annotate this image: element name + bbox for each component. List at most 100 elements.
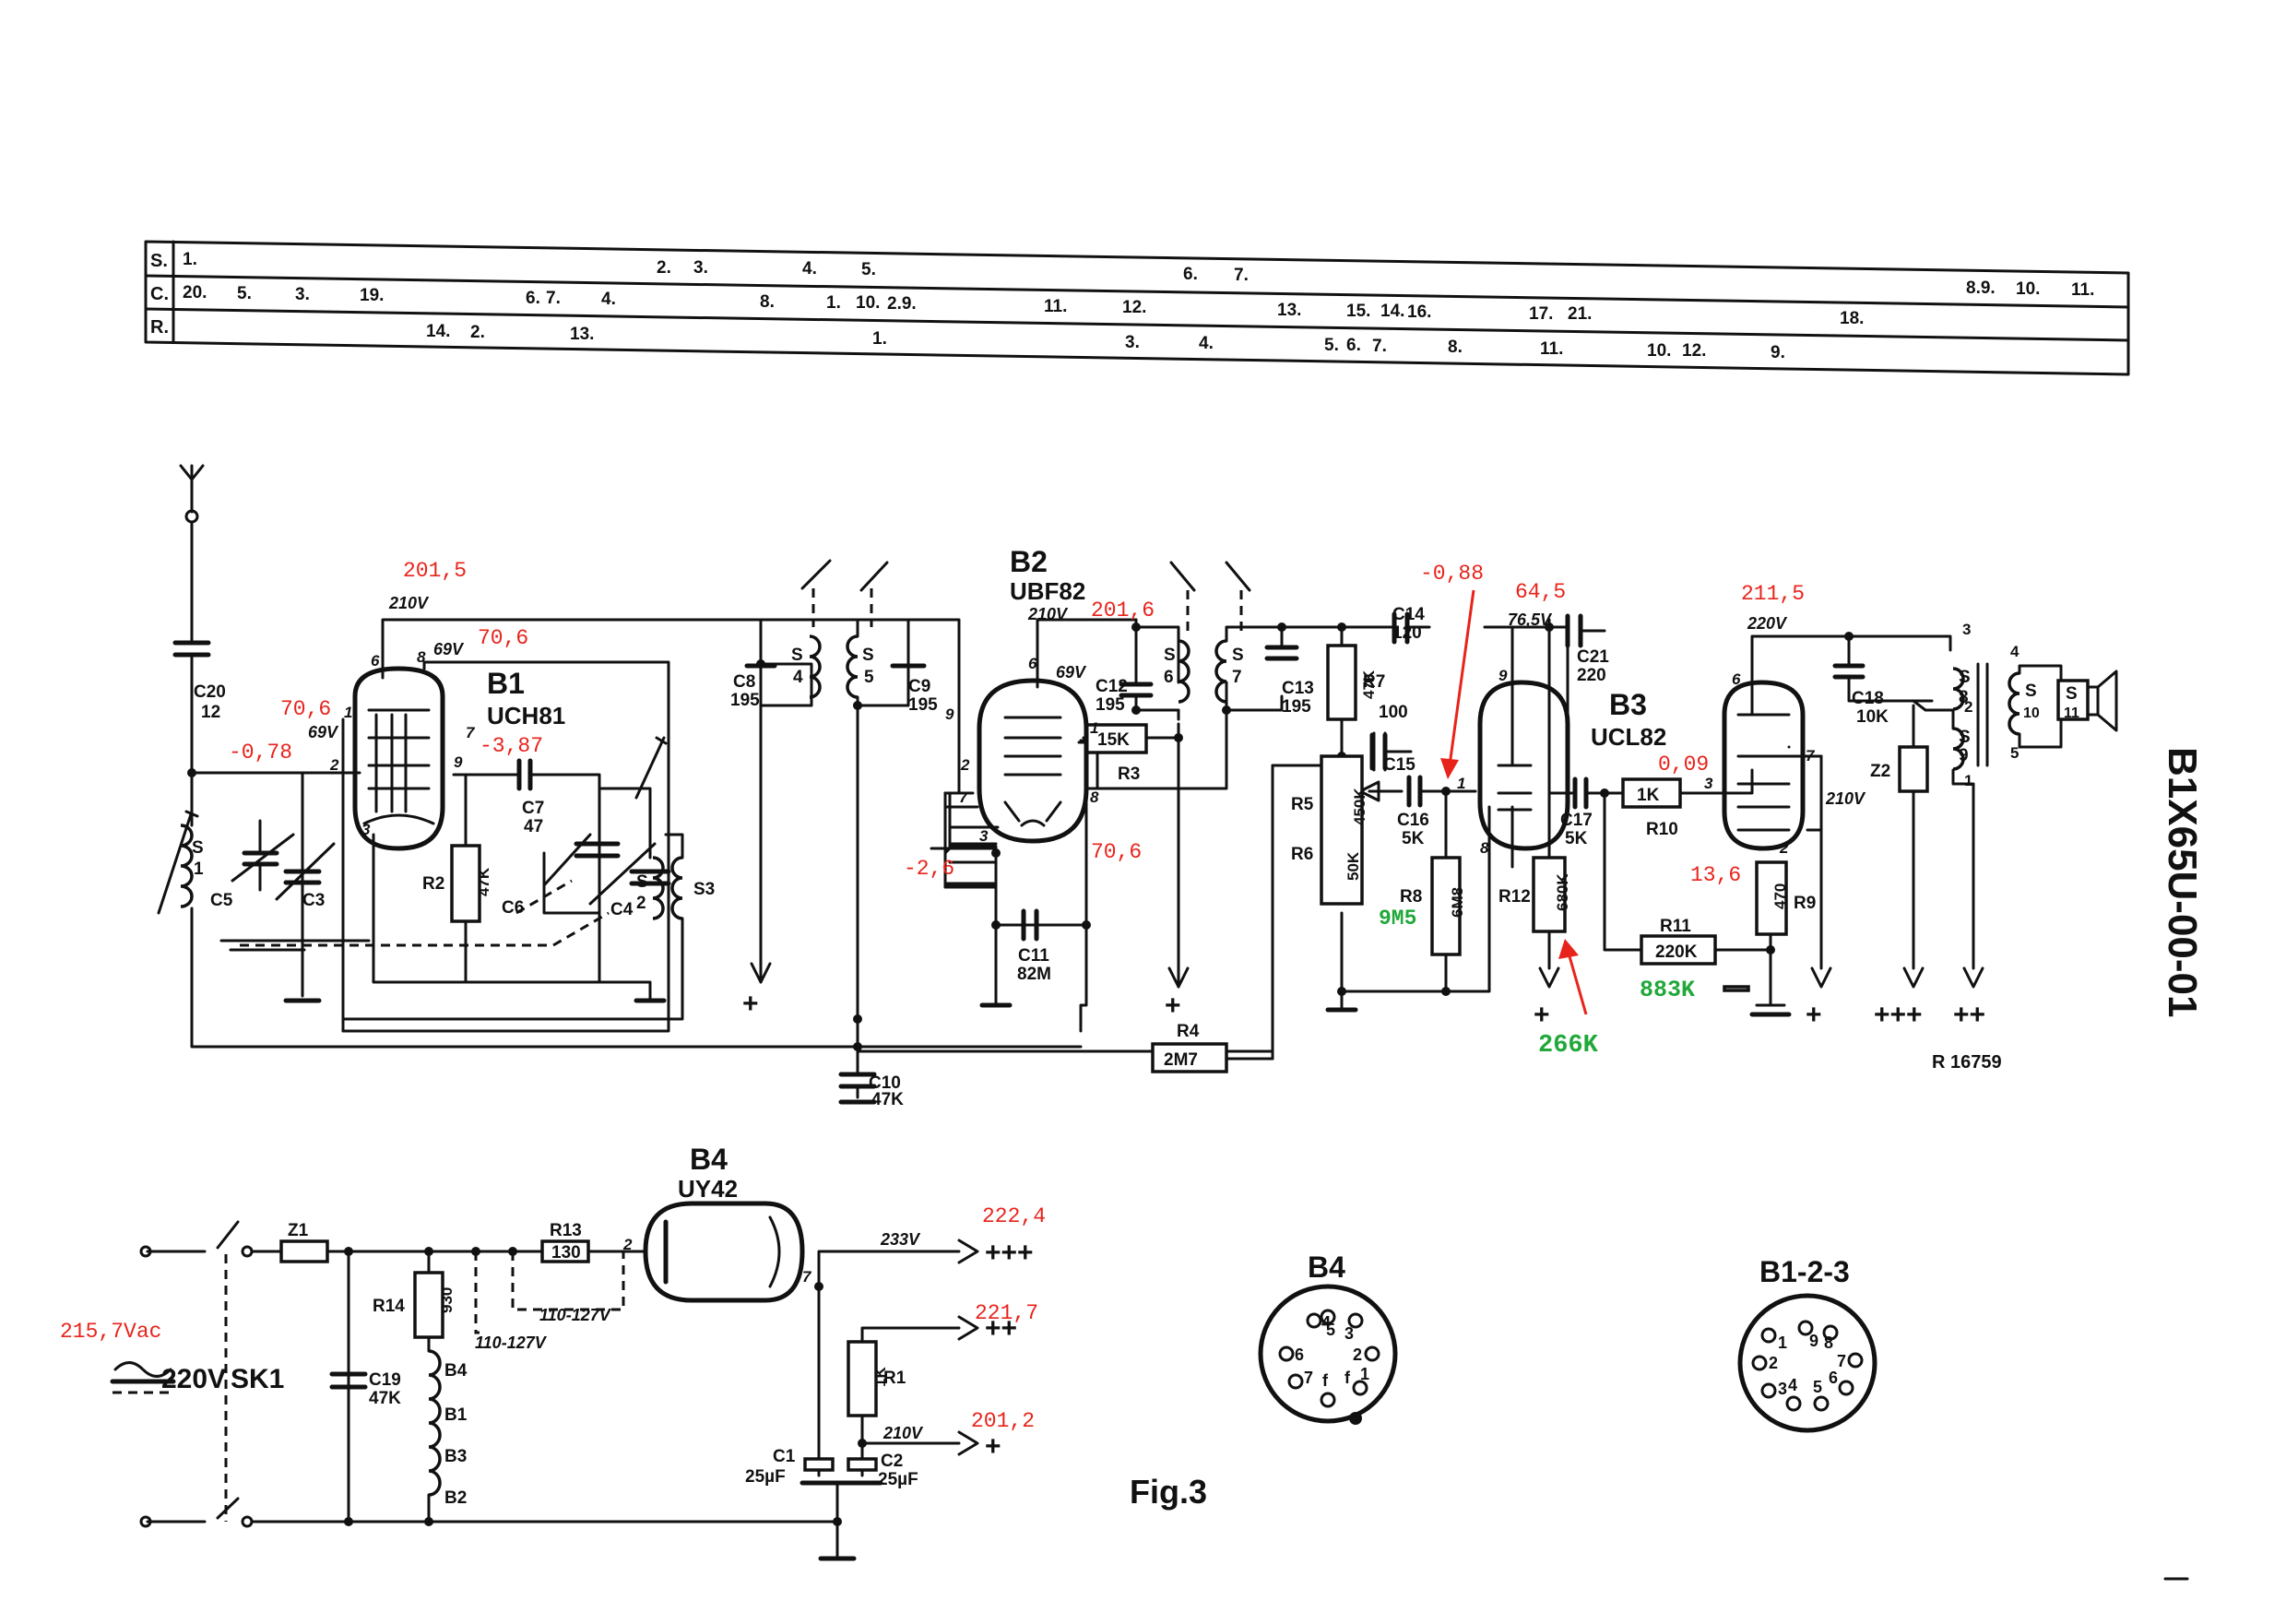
- pin-number: 3: [361, 821, 371, 838]
- mains-symbol: 220V: [110, 1361, 226, 1394]
- voltage-label: 69V: [308, 723, 339, 741]
- supply-plus: +: [1806, 1000, 1822, 1030]
- zener-z2: [1898, 745, 1929, 793]
- table-cell: 10.: [2016, 279, 2040, 299]
- label-c1-value: 25µF: [745, 1467, 786, 1487]
- measurements-red: 201,5 70,6 70,6 -0,78 -3,87 201,6 -2,6 7…: [60, 559, 1805, 1433]
- resistors: [413, 644, 1929, 1417]
- tube-b4-type: UY42: [678, 1175, 738, 1203]
- transformer-pin: 2: [1964, 698, 1972, 716]
- measurements-green: 9M5 266K 883K: [1379, 907, 1695, 1060]
- label-r13: R13: [550, 1221, 582, 1240]
- pin-number: 7: [1806, 747, 1816, 765]
- socket-pin: f: [1322, 1371, 1329, 1390]
- label-s2-num: 2: [636, 894, 646, 913]
- label-r3-value: 15K: [1097, 730, 1130, 750]
- label-c21: C21: [1577, 647, 1609, 667]
- voltage-label: 69V: [1056, 663, 1087, 682]
- label-r10-value: 1K: [1637, 786, 1660, 805]
- label-r8: R8: [1400, 887, 1422, 907]
- heater-label: B1: [444, 1405, 468, 1425]
- label-c14-value: 120: [1392, 623, 1422, 643]
- label-s10: S: [2025, 682, 2037, 701]
- tube-b1-type: UCH81: [487, 702, 565, 729]
- label-r11-value: 220K: [1655, 942, 1698, 962]
- transformer-pin: 5: [2010, 744, 2019, 762]
- label-c15-value: 100: [1379, 703, 1408, 722]
- resistor-r7: [1326, 644, 1357, 721]
- socket-pin: 8: [1824, 1334, 1833, 1352]
- socket-b4-title: B4: [1308, 1251, 1345, 1284]
- socket-b4: B4 5 4 3 2 6 7 f f 1: [1258, 1251, 1398, 1425]
- measurement-red: 201,6: [1091, 599, 1155, 622]
- measurement-red: 215,7Vac: [60, 1320, 161, 1344]
- table-cell: 6.: [1183, 265, 1198, 284]
- label-sk1: SK1: [231, 1364, 284, 1394]
- label-c17-value: 5K: [1565, 829, 1588, 848]
- label-r13-value: 130: [551, 1243, 581, 1262]
- pin-number: 9: [945, 705, 954, 723]
- heater-chain-labels: B4 B1 B3 B2: [444, 1361, 468, 1508]
- label-r7: R7: [1363, 672, 1385, 692]
- label-s1: S: [192, 838, 204, 858]
- socket-pin: 7: [1837, 1352, 1846, 1370]
- measurement-red: -3,87: [480, 734, 543, 758]
- label-s5-num: 5: [864, 668, 874, 687]
- label-c3: C3: [302, 891, 325, 910]
- socket-pin: 1: [1778, 1334, 1787, 1352]
- resistor-r11: [1640, 934, 1717, 966]
- label-s3: S3: [693, 880, 715, 899]
- socket-pin: 5: [1326, 1321, 1335, 1339]
- side-code: B1X65U-00-01: [2160, 747, 2205, 1018]
- label-c19-value: 47K: [369, 1389, 401, 1408]
- tube-b4-name: B4: [690, 1143, 728, 1176]
- transformer-pin: 3: [1962, 621, 1971, 638]
- measurement-red: 70,6: [1091, 840, 1142, 864]
- table-cell: 18.: [1840, 309, 1864, 328]
- voltage-label: 210V: [1027, 605, 1069, 623]
- table-cell: 16.: [1407, 302, 1431, 322]
- voltage-label: 69V: [433, 640, 465, 658]
- label-c7: C7: [522, 799, 544, 818]
- pin-number: 2: [622, 1236, 633, 1253]
- supply-plus-plus: ++: [985, 1313, 1017, 1344]
- measurement-red: 201,5: [403, 559, 467, 583]
- label-c5: C5: [210, 891, 233, 910]
- label-s9-num: 9: [1959, 746, 1969, 765]
- table-cell: 17.: [1529, 304, 1553, 324]
- pin-number: 3: [1704, 775, 1713, 792]
- table-cell: 5.: [1324, 336, 1339, 355]
- label-r1: R1: [883, 1369, 906, 1388]
- label-c12-value: 195: [1096, 695, 1125, 715]
- voltage-label: 233V: [880, 1230, 921, 1249]
- reference-number: R 16759: [1932, 1052, 2002, 1073]
- table-cell: 10.: [1647, 341, 1671, 361]
- label-r9-value: 470: [1771, 883, 1789, 909]
- label-s7-num: 7: [1232, 668, 1242, 687]
- label-s8: S: [1959, 668, 1971, 687]
- table-cell: 2.9.: [887, 294, 917, 314]
- component-labels: C20 12 S 1 C5 C3 R2 47K C7 47 C6 C4 S 2 …: [192, 605, 2079, 1489]
- label-c13-value: 195: [1282, 697, 1311, 717]
- label-c15: C15: [1383, 755, 1415, 775]
- supply-plus: +: [1534, 1000, 1550, 1030]
- label-c12: C12: [1096, 677, 1128, 696]
- label-c18: C18: [1852, 689, 1884, 708]
- pin-number: 6: [1028, 655, 1037, 672]
- label-c10: C10: [869, 1073, 901, 1093]
- voltage-label: 210V: [882, 1424, 924, 1442]
- table-cell: 15.: [1346, 302, 1370, 321]
- table-cell: 19.: [360, 286, 384, 305]
- supply-marks: + + + + +++ ++ +++ ++ +: [742, 989, 1985, 1462]
- voltage-label: 210V: [1825, 789, 1866, 808]
- pin-number: 8: [1480, 839, 1489, 857]
- label-r2: R2: [422, 874, 444, 894]
- voltage-label: 210V: [388, 594, 430, 612]
- table-cell: 4.: [1199, 334, 1214, 353]
- label-r4: R4: [1177, 1022, 1200, 1041]
- table-cell: 8.: [1448, 338, 1463, 357]
- resistor-r5-r6: [1320, 754, 1364, 906]
- pin-number: 8: [417, 648, 426, 666]
- measurement-red: 211,5: [1741, 582, 1805, 606]
- table-row-label-r: R.: [150, 317, 169, 338]
